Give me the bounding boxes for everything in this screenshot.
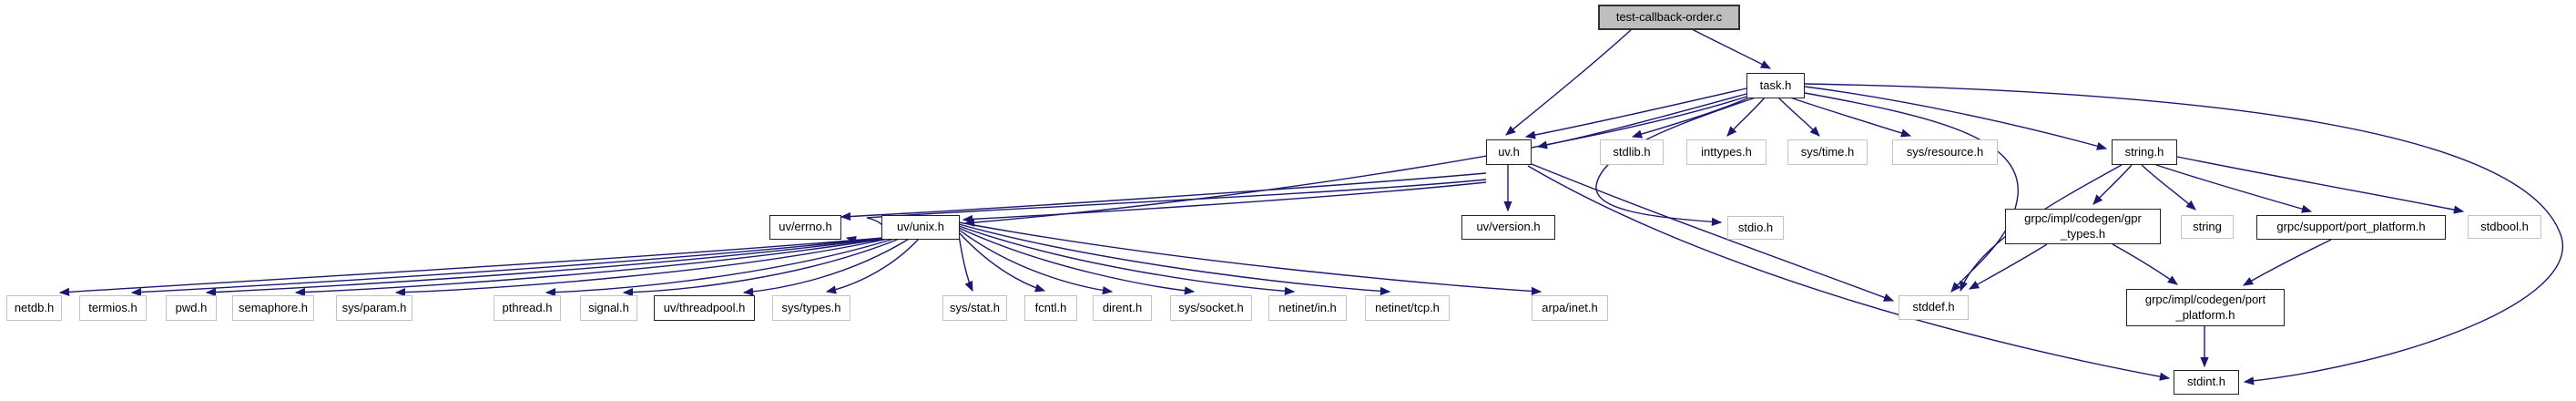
edge-uv-unix-h-to-sys-types-h — [825, 237, 921, 294]
edge-uv-unix-h-to-uv-threadpool-h — [742, 237, 911, 296]
edge-uv-unix-h-to-netdb-h — [58, 237, 884, 296]
node-arpa-inet-h: arpa/inet.h — [1532, 295, 1608, 321]
edge-uv-h-to-stddef-h — [1531, 163, 1895, 302]
edge-uv-unix-h-to-sys-socket-h — [958, 227, 1196, 295]
edge-uv-unix-h-to-netinet-tcp-h — [958, 223, 1391, 296]
node-stddef-h: stddef.h — [1899, 295, 1969, 320]
node-fcntl-h: fcntl.h — [1024, 295, 1077, 321]
node-sys-param-h: sys/param.h — [336, 295, 412, 321]
edge-gpr-types-h-to-grpc-impl-port-platform-h — [2112, 243, 2178, 285]
edge-string-h-to-gpr-types-h — [2092, 164, 2133, 205]
edge-uv-unix-h-to-arpa-inet-h — [958, 221, 1543, 296]
edge-uv-unix-h-to-sys-param-h — [394, 237, 893, 297]
node-uv-version-h[interactable]: uv/version.h — [1461, 215, 1555, 240]
node-stdbool-h: stdbool.h — [2468, 215, 2541, 239]
node-semaphore-h: semaphore.h — [232, 295, 314, 321]
node-uv-errno-h[interactable]: uv/errno.h — [769, 215, 841, 240]
node-signal-h: signal.h — [580, 295, 637, 321]
edge-uv-unix-h-to-dirent-h — [958, 229, 1114, 295]
edge-task-h-to-sys-time-h — [1777, 97, 1820, 137]
node-sys-resource-h: sys/resource.h — [1892, 139, 1998, 165]
edge-uv-unix-h-to-signal-h — [622, 237, 902, 297]
edge-test-callback-order-c-to-task-h — [1691, 28, 1772, 69]
node-termios-h: termios.h — [79, 295, 147, 321]
node-netinet-in-h: netinet/in.h — [1268, 295, 1347, 321]
node-gpr-types-h[interactable]: grpc/impl/codegen/gpr _types.h — [2005, 209, 2161, 244]
node-string: string — [2181, 215, 2234, 239]
node-netinet-tcp-h: netinet/tcp.h — [1365, 295, 1450, 321]
edge-uv-unix-h-to-netinet-in-h — [958, 225, 1296, 295]
edge-uv-h-to-uv-unix-h — [962, 181, 1487, 224]
node-netdb-h: netdb.h — [6, 295, 62, 321]
edge-string-h-to-stdbool-h — [2176, 156, 2465, 214]
edge-uv-h-to-stdint-h — [1527, 165, 2171, 381]
edge-task-h-to-stdlib-h — [1631, 97, 1750, 139]
node-grpc-impl-port-platform-h[interactable]: grpc/impl/codegen/port _platform.h — [2126, 289, 2285, 326]
edge-task-h-to-uv-h — [1524, 87, 1747, 139]
edge-task-h-to-stdio-h — [1595, 97, 1756, 226]
edge-uv-unix-h-to-sys-stat-h — [958, 234, 973, 293]
node-grpc-support-port-platform-h[interactable]: grpc/support/port_platform.h — [2256, 215, 2446, 240]
edge-grpc-support-port-platform-h-to-grpc-impl-port-platform-h — [2242, 239, 2332, 286]
node-task-h[interactable]: task.h — [1746, 73, 1805, 98]
node-inttypes-h: inttypes.h — [1686, 139, 1767, 165]
edge-task-h-to-sys-resource-h — [1789, 97, 1912, 138]
edge-test-callback-order-c-to-uv-h — [1505, 28, 1633, 136]
edge-uv-h-to-uv-errno-h — [840, 172, 1487, 221]
edge-string-h-to-grpc-support-port-platform-h — [2155, 164, 2313, 213]
node-stdlib-h: stdlib.h — [1600, 139, 1664, 165]
node-test-callback-order-c: test-callback-order.c — [1598, 5, 1740, 30]
edge-task-h-to-stdint-h — [1804, 83, 2564, 386]
node-pwd-h: pwd.h — [166, 295, 217, 321]
node-stdint-h[interactable]: stdint.h — [2174, 370, 2239, 395]
node-pthread-h: pthread.h — [494, 295, 561, 321]
edge-task-h-to-stddef-h — [1804, 92, 2019, 293]
edge-string-h-to-string — [2141, 164, 2196, 211]
edge-uv-unix-h-to-semaphore-h — [294, 237, 891, 297]
node-uv-threadpool-h[interactable]: uv/threadpool.h — [654, 295, 755, 321]
edge-uv-unix-h-to-pthread-h — [545, 237, 898, 297]
node-sys-socket-h: sys/socket.h — [1170, 295, 1252, 321]
node-sys-stat-h: sys/stat.h — [942, 295, 1007, 321]
node-uv-unix-h[interactable]: uv/unix.h — [881, 215, 960, 240]
edge-task-h-to-string-h — [1804, 86, 2108, 150]
node-sys-time-h: sys/time.h — [1787, 139, 1868, 165]
edge-uv-unix-h-to-fcntl-h — [958, 231, 1046, 293]
node-uv-h[interactable]: uv.h — [1486, 139, 1532, 165]
node-sys-types-h: sys/types.h — [772, 295, 850, 321]
edge-uv-unix-h-to-pwd-h — [205, 237, 888, 297]
node-string-h[interactable]: string.h — [2112, 139, 2177, 165]
edge-task-h-to-uv-unix-h — [963, 96, 1747, 227]
node-stdio-h: stdio.h — [1727, 216, 1784, 240]
edge-task-h-to-inttypes-h — [1726, 97, 1766, 137]
edge-gpr-types-h-to-stddef-h — [1968, 243, 2048, 290]
node-dirent-h: dirent.h — [1093, 295, 1152, 321]
